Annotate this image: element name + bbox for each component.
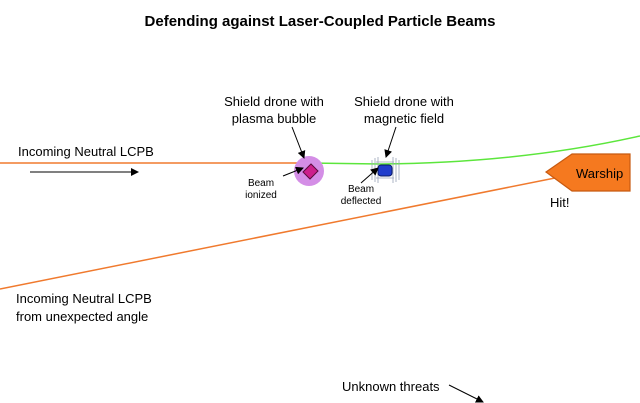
incoming-angle-label-line2: from unexpected angle <box>16 309 149 324</box>
magnetic-drone-icon <box>377 164 393 177</box>
plasma-drone-icon <box>302 163 319 180</box>
beam-ionized-pointer-arrow <box>282 166 304 177</box>
beam-deflected-label-line1: Beam <box>347 184 375 195</box>
beam-ionized-label-line2: ionized <box>245 190 277 201</box>
angled-beam-line <box>0 176 561 290</box>
warship-label: Warship <box>576 166 624 181</box>
warship-icon <box>544 153 631 192</box>
deflected-beam-line <box>307 135 640 165</box>
plasma-drone-label-line1: Shield drone with <box>224 94 324 109</box>
plasma-drone-label-line2: plasma bubble <box>231 111 317 126</box>
unknown-threats-label: Unknown threats <box>342 379 440 394</box>
hit-label: Hit! <box>550 195 570 210</box>
incoming-beam-label: Incoming Neutral LCPB <box>18 144 154 159</box>
unknown-threats-arrow <box>448 384 484 403</box>
beam-ionized-label-line1: Beam <box>247 178 275 189</box>
diagram-title: Defending against Laser-Coupled Particle… <box>144 13 496 30</box>
incoming-angle-label-line1: Incoming Neutral LCPB <box>16 291 152 306</box>
beam-deflected-label-line2: deflected <box>340 196 382 207</box>
beam-deflected-pointer-arrow <box>360 167 379 184</box>
plasma-drone-pointer-arrow <box>291 126 306 159</box>
magnetic-drone-label-line2: magnetic field <box>363 111 445 126</box>
magnetic-drone-label-line1: Shield drone with <box>354 94 454 109</box>
magnetic-drone-pointer-arrow <box>384 126 397 158</box>
magnetic-field-icon <box>371 157 400 183</box>
